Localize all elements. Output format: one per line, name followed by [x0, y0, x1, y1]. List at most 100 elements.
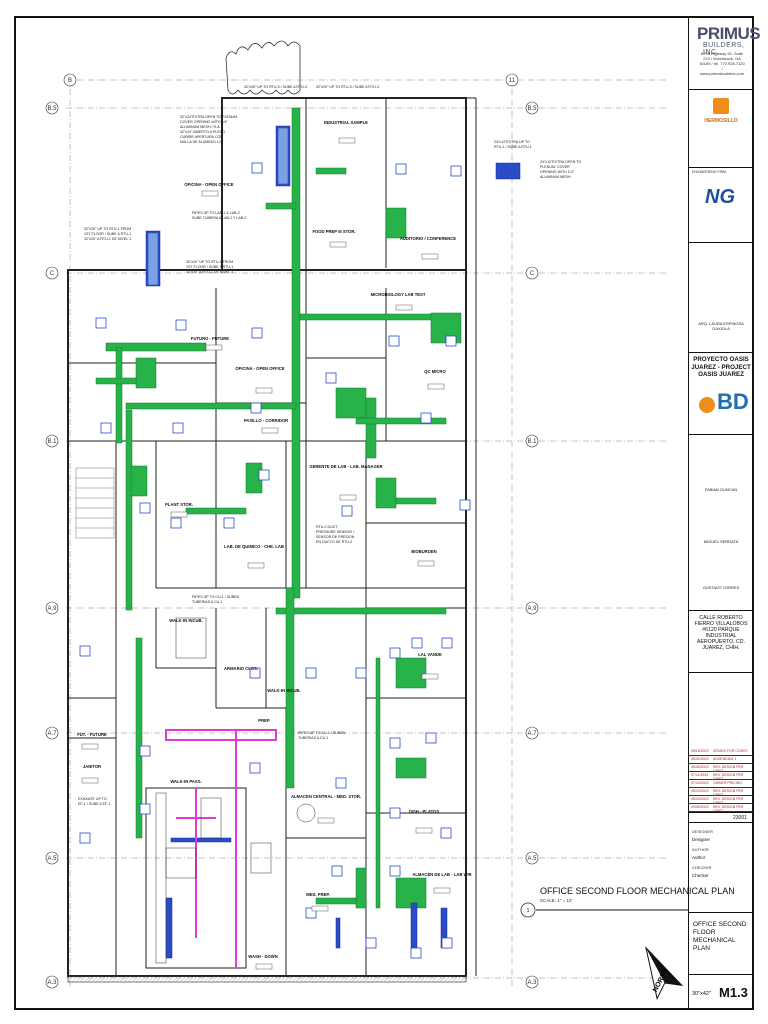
svg-text:SUBE TUBERIA A LAB-1 Y LAB-2: SUBE TUBERIA A LAB-1 Y LAB-2 — [192, 216, 246, 220]
svg-text:PRESSURE SENSOR /: PRESSURE SENSOR / — [316, 530, 354, 534]
svg-text:1ST FLOOR / SUBE A RTU-1: 1ST FLOOR / SUBE A RTU-1 — [84, 232, 131, 236]
architect-cell: HERMOSILLO — [689, 90, 753, 168]
svg-text:B.5: B.5 — [47, 106, 57, 112]
note-11: PIPES UP TO CU-1 / SUBEN — [298, 731, 346, 735]
project-number-cell: 23001 — [689, 813, 753, 823]
client-logo: BD — [717, 389, 749, 414]
plan-title: OFFICE SECOND FLOOR MECHANICAL PLAN — [540, 886, 735, 896]
rooftop-units — [147, 127, 289, 286]
svg-text:A.3: A.3 — [47, 980, 57, 986]
primus-subtitle: BUILDERS, INC. — [703, 42, 745, 56]
note-9: RTU-2 DUCT — [316, 525, 338, 529]
roof-cloud — [225, 40, 301, 95]
designer-value: Designer — [692, 837, 711, 842]
wall-hatch — [67, 975, 467, 983]
svg-text:1ST FLOOR / SUBE A RTU-1: 1ST FLOOR / SUBE A RTU-1 — [186, 265, 233, 269]
room-label-chem-lab: LAB. DE QUIMICO - CHE. LAB — [224, 544, 284, 549]
room-label-walkin-incub-1: WALK-IN INCUB. — [169, 618, 203, 623]
name-3: GUSTAVO TORRES — [702, 585, 740, 590]
svg-text:MALLA DE ALUMINIO 1/4": MALLA DE ALUMINIO 1/4" — [180, 140, 224, 144]
room-label-prep: PREP — [258, 718, 270, 723]
svg-text:C: C — [50, 271, 55, 277]
contractor-cell: PRIMUS BUILDERS, INC. 8294 Highway 92, S… — [689, 18, 761, 90]
note-7: 24"x12"EXTRA UP TO — [494, 140, 530, 144]
room-label-bioburden: BIOBURDEN — [411, 549, 436, 554]
name-2: MIGUEL SERRATA — [703, 539, 739, 544]
note-5: 32"x20" UP TO RTU-1 FROM — [84, 227, 131, 231]
svg-text:RTU-1 / SUBE A RTU-1: RTU-1 / SUBE A RTU-1 — [494, 145, 532, 149]
room-label-walkin-pass: WALK-IN PASS. — [170, 779, 201, 784]
address-cell: CALLE ROBERTO FIERRO VILLALOBOS #6120 PA… — [689, 611, 753, 673]
consultant-label: ENGINEERING FIRM — [692, 170, 727, 174]
note-4: PIPES UP TO LAB-1 & LAB-2 — [192, 211, 240, 215]
room-label-fut-future: FUT. - FUTURE — [77, 732, 107, 737]
svg-text:1: 1 — [527, 908, 530, 914]
author-value: Author — [692, 855, 706, 860]
room-label-industrial-sample: INDUSTRIAL SAMPLE — [324, 120, 368, 125]
contractor-address: 8294 Highway 92, Suite 210 / Woodstock, … — [699, 51, 745, 76]
room-label-open-office-1: OFICINA - OPEN OFFICE — [184, 182, 233, 187]
checker-label: CHECKER — [692, 865, 712, 870]
room-label-qc-micro: QC MICRO — [424, 369, 446, 374]
svg-text:ALUMINUM MESH: ALUMINUM MESH — [540, 175, 571, 179]
svg-text:CUBRIR APERTURA CON: CUBRIR APERTURA CON — [180, 135, 223, 139]
note-3: 32"x24"EXTRA OPEN TO PLENUM — [180, 115, 237, 119]
title-block: PRIMUS BUILDERS, INC. 8294 Highway 92, S… — [688, 18, 761, 1008]
room-label-armario: ARMARIO CLOS. — [224, 666, 258, 671]
arq-cell: ARQ. LAURA ESPINOSA GAXIOLA — [689, 243, 753, 353]
svg-text:32"x20" A RTU-1 DE NIVEL 1: 32"x20" A RTU-1 DE NIVEL 1 — [84, 237, 131, 241]
note-10: PIPES UP TO CU-1 / SUBEN — [192, 595, 240, 599]
svg-text:A.7: A.7 — [527, 731, 537, 737]
svg-text:A.9: A.9 — [47, 606, 57, 612]
room-label-lal-vande: LAL VANDE — [418, 652, 442, 657]
plan-notes: 32"x26" UP TO RTU-3 / SUBE A RTU-3 32"x2… — [78, 85, 581, 806]
names-cell: FABIAN DUNCAN MIGUEL SERRATA GUSTAVO TOR… — [689, 435, 753, 611]
svg-text:B: B — [68, 78, 72, 84]
architect-name: HERMOSILLO — [704, 118, 738, 124]
svg-text:B.1: B.1 — [47, 439, 57, 445]
svg-text:A.5: A.5 — [527, 856, 537, 862]
svg-text:B.1: B.1 — [527, 439, 537, 445]
room-label-future: FUTURO - FUTURE — [191, 336, 229, 341]
room-label-food-prep: FOOD PREP III STOR. — [312, 229, 355, 234]
drawing-sheet: B 11 B.5 B.5 C C B.1 B.1 A.9 A.9 A.7 A.7… — [14, 16, 761, 1010]
note-8: 24"x12"EXTRA OPEN TO — [540, 160, 581, 164]
svg-text:SENSOR DE PRESION: SENSOR DE PRESION — [316, 535, 355, 539]
project-title: PROYECTO OASIS JUAREZ - PROJECT OASIS JU… — [691, 356, 751, 378]
room-label-lab-manager: GERENTE DE LAB - LAB. MANAGER — [309, 464, 382, 469]
project-cell: PROYECTO OASIS JUAREZ - PROJECT OASIS JU… — [689, 353, 753, 435]
room-label-conference: AUDITORIO / CONFERENCE — [400, 236, 456, 241]
plan-scale: SCALE: 1" = 10' — [540, 898, 573, 903]
room-tags — [81, 137, 451, 970]
svg-text:32"x20" A RTU-1 DE NIVEL 1: 32"x20" A RTU-1 DE NIVEL 1 — [186, 270, 233, 274]
mechanical-plan: B 11 B.5 B.5 C C B.1 B.1 A.9 A.9 A.7 A.7… — [45, 40, 688, 1000]
svg-text:A.3: A.3 — [527, 980, 537, 986]
arq-name: ARQ. LAURA ESPINOSA GAXIOLA — [698, 321, 744, 331]
name-1: FABIAN DUNCAN — [704, 487, 738, 492]
svg-text:OPENING WITH 1/4": OPENING WITH 1/4" — [540, 170, 575, 174]
svg-text:EN DUCTO DE RTU-2: EN DUCTO DE RTU-2 — [316, 540, 352, 544]
project-number: 23001 — [733, 815, 747, 821]
sheet-size: 30"x42" — [692, 991, 711, 997]
sheet-title-cell: OFFICE SECOND FLOOR MECHANICAL PLAN — [689, 913, 753, 975]
primus-logo: PRIMUS — [697, 24, 761, 43]
room-label-janitor: JANITOR — [83, 764, 101, 769]
svg-text:32"x24" ABIERTO A PLENO: 32"x24" ABIERTO A PLENO — [180, 130, 225, 134]
svg-text:COVER OPENING WITH 1/4": COVER OPENING WITH 1/4" — [180, 120, 229, 124]
lab-fixtures — [155, 617, 316, 964]
note-1: 32"x26" UP TO RTU-3 / SUBE A RTU-3 — [244, 85, 307, 89]
room-label-central-stor: ALMACEN CENTRAL - MED. STOR. — [291, 794, 361, 799]
svg-text:A.9: A.9 — [527, 606, 537, 612]
hermosillo-logo-icon — [713, 98, 729, 114]
plan-title-block: 1 — [520, 902, 688, 918]
sheet-number-cell: 30"x42" M1.3 — [689, 975, 753, 1008]
ng-logo-icon: NG — [705, 186, 735, 208]
sheet-number: M1.3 — [719, 985, 748, 1000]
site-address: CALLE ROBERTO FIERRO VILLALOBOS #6120 PA… — [694, 615, 748, 651]
room-label-dish: DISH - PLATOS — [409, 809, 440, 814]
